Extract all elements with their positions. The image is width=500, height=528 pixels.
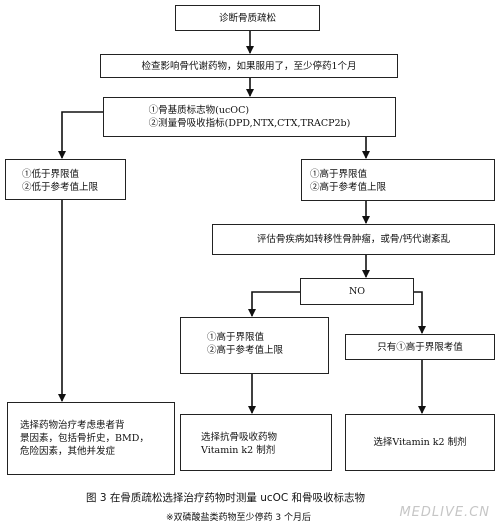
select-drug-line-2: 景因素，包括骨折史，BMD， xyxy=(20,433,149,444)
anti-resorptive-line-2: Vitamin k2 制剂 xyxy=(201,445,276,456)
footnote: ※双磷酸盐类药物至少停药 3 个月后 xyxy=(166,513,311,523)
high-box: ①高于界限值 ②高于参考值上限 xyxy=(301,159,495,201)
no-line-1: NO xyxy=(348,286,366,297)
check-drugs-box: 检查影响骨代谢药物，如果服用了，至少停药1个月 xyxy=(100,54,398,78)
vitk2-line-1: 选择Vitamin k2 制剂 xyxy=(373,437,467,448)
high-line-2: ②高于参考值上限 xyxy=(310,182,387,193)
arrow-no-to-high2 xyxy=(248,291,300,317)
low-line-1: ①低于界限值 xyxy=(22,169,80,180)
evaluate-box: 评估骨疾病如转移性骨肿瘤，或骨/钙代谢紊乱 xyxy=(212,224,495,255)
evaluate-line-1: 评估骨疾病如转移性骨肿瘤，或骨/钙代谢紊乱 xyxy=(256,234,451,245)
high2-box: ①高于界限值 ②高于参考值上限 xyxy=(180,317,329,374)
low-box: ①低于界限值 ②低于参考值上限 xyxy=(5,159,126,200)
anti-resorptive-box: 选择抗骨吸收药物 Vitamin k2 制剂 xyxy=(180,414,332,471)
diagnose-line-1: 诊断骨质疏松 xyxy=(218,12,276,24)
high-line-1: ①高于界限值 xyxy=(310,169,368,180)
low-line-2: ②低于参考值上限 xyxy=(22,182,99,193)
arrow-no-to-only1 xyxy=(414,291,426,334)
arrow-markers-to-low xyxy=(58,111,103,159)
high2-line-2: ②高于参考值上限 xyxy=(207,345,284,356)
diagnose-box: 诊断骨质疏松 xyxy=(175,5,320,31)
figure-caption: 图 3 在骨质疏松选择治疗药物时测量 ucOC 和骨吸收标志物 xyxy=(86,492,366,504)
only1-line-1: 只有①高于界限考值 xyxy=(377,341,463,353)
high2-line-1: ①高于界限值 xyxy=(207,332,265,343)
select-drug-box: 选择药物治疗考虑患者背 景因素，包括骨折史，BMD， 危险因素，其他并发症 xyxy=(7,402,175,475)
check-drugs-line-1: 检查影响骨代谢药物，如果服用了，至少停药1个月 xyxy=(141,60,357,72)
anti-resorptive-line-1: 选择抗骨吸收药物 xyxy=(201,432,278,443)
select-drug-line-3: 危险因素，其他并发症 xyxy=(20,446,116,457)
markers-box: ①骨基质标志物(ucOC) ②测量骨吸收指标(DPD,NTX,CTX,TRACP… xyxy=(103,97,396,137)
watermark-text: MEDLIVE.CN xyxy=(399,505,490,520)
only1-box: 只有①高于界限考值 xyxy=(345,334,495,360)
no-box: NO xyxy=(300,278,414,305)
select-drug-line-1: 选择药物治疗考虑患者背 xyxy=(20,420,125,431)
vitk2-box: 选择Vitamin k2 制剂 xyxy=(345,414,495,471)
markers-line-2: ②测量骨吸收指标(DPD,NTX,CTX,TRACP2b) xyxy=(148,118,351,129)
markers-line-1: ①骨基质标志物(ucOC) xyxy=(148,105,250,116)
